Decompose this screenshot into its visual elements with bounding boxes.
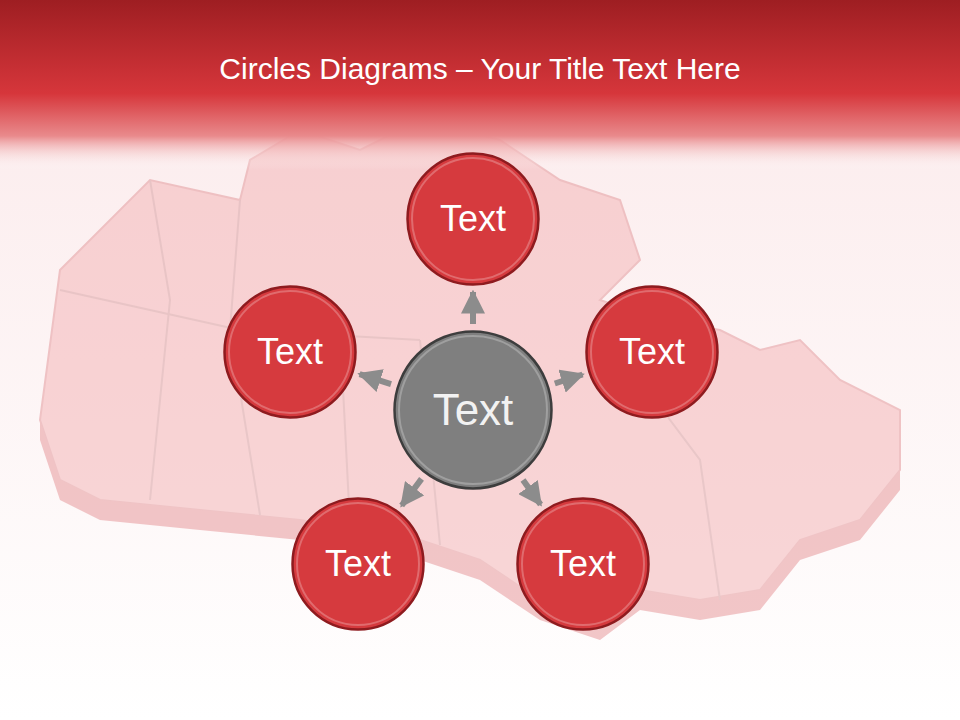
circle-label: Text (325, 543, 391, 585)
arrow-connector (402, 479, 422, 506)
outer-circle: Text (291, 497, 425, 631)
outer-circle: Text (585, 285, 719, 419)
arrow-connector (470, 292, 476, 324)
circle-label: Text (550, 543, 616, 585)
outer-circle: Text (223, 285, 357, 419)
outer-circle: Text (516, 497, 650, 631)
circle-label: Text (433, 385, 514, 435)
circle-label: Text (619, 331, 685, 373)
circle-label: Text (257, 331, 323, 373)
outer-circle: Text (406, 152, 540, 286)
arrow-connector (555, 375, 583, 384)
canada-map (40, 120, 900, 640)
arrow-connector (360, 374, 391, 384)
arrow-connector (523, 480, 541, 505)
circle-label: Text (440, 198, 506, 240)
center-circle: Text (393, 330, 553, 490)
slide-title: Circles Diagrams – Your Title Text Here (0, 52, 960, 86)
